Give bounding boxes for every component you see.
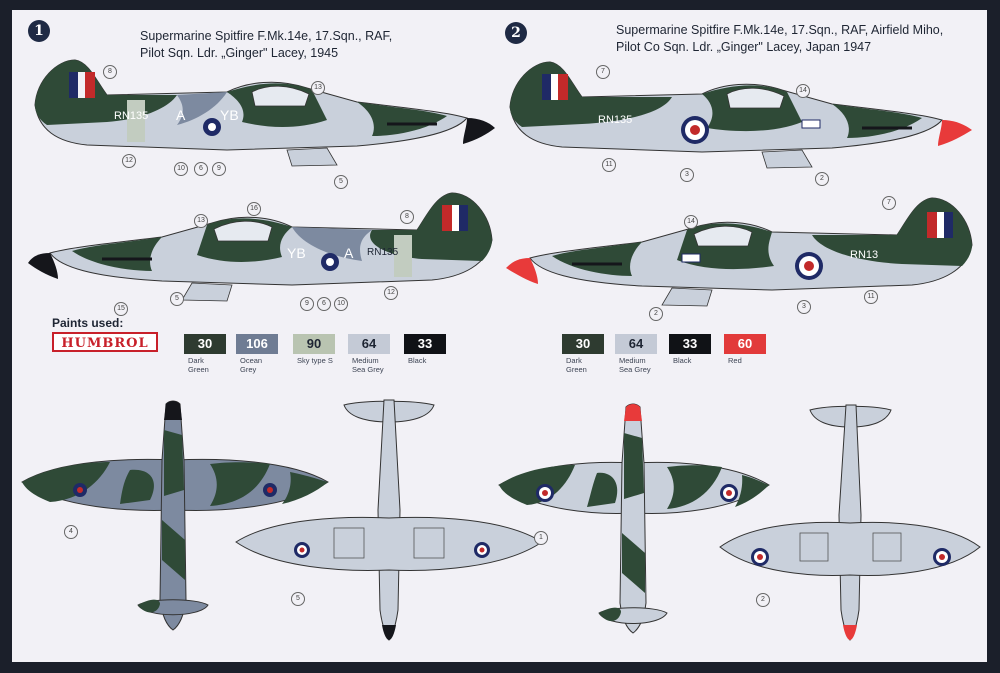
paint-chip-set1-2: 90 Sky type S [293, 334, 335, 365]
aircraft-1-port-code-right: YB [220, 107, 239, 123]
paint-chip-set1-4: 33 Black [404, 334, 446, 365]
paint-chip-code: 33 [404, 334, 446, 354]
paint-chip-set1-3: 64 Medium Sea Grey [348, 334, 390, 374]
aircraft-1-title-line2: Pilot Sqn. Ldr. „Ginger" Lacey, 1945 [140, 46, 339, 60]
aircraft-2-port-profile [509, 61, 972, 169]
aircraft-2-title: Supermarine Spitfire F.Mk.14e, 17.Sqn., … [616, 22, 943, 56]
callout-a2s-3: 3 [797, 300, 811, 314]
callout-a2t-0: 1 [534, 531, 548, 545]
callout-a1p-5: 9 [212, 162, 226, 176]
paint-chip-code: 33 [669, 334, 711, 354]
callout-a1p-0: 8 [103, 65, 117, 79]
callout-a2b-0: 2 [756, 593, 770, 607]
callout-a2p-4: 2 [815, 172, 829, 186]
aircraft-1-port-code-left: A [176, 107, 186, 123]
paint-chip-code: 106 [236, 334, 278, 354]
paint-chip-name: Black [673, 356, 692, 365]
aircraft-1-number-badge: 1 [28, 20, 50, 42]
paint-chip-name: Dark Green [566, 356, 587, 374]
paint-chip-set2-1: 64 Medium Sea Grey [615, 334, 657, 374]
callout-a1s-2: 8 [400, 210, 414, 224]
callout-a1s-8: 12 [384, 286, 398, 300]
callout-a1s-6: 6 [317, 297, 331, 311]
callout-a1p-4: 6 [194, 162, 208, 176]
callout-a1b-0: 5 [291, 592, 305, 606]
callout-a1s-7: 10 [334, 297, 348, 311]
paint-chip-name: Medium Sea Grey [352, 356, 384, 374]
aircraft-2-port-serial: RN135 [598, 114, 633, 126]
callout-a1s-5: 9 [300, 297, 314, 311]
aircraft-1-stbd-code-left: YB [287, 245, 306, 261]
paint-chip-name: Dark Green [188, 356, 209, 374]
callout-a1p-1: 13 [311, 81, 325, 95]
aircraft-1-bottom-view [235, 399, 543, 641]
callout-a1s-1: 16 [247, 202, 261, 216]
callout-a2p-2: 11 [602, 158, 616, 172]
paint-chip-set2-0: 30 Dark Green [562, 334, 604, 374]
aircraft-2-title-line1: Supermarine Spitfire F.Mk.14e, 17.Sqn., … [616, 23, 944, 37]
paint-chip-name: Ocean Grey [240, 356, 263, 374]
paint-chip-set1-1: 106 Ocean Grey [236, 334, 278, 374]
paint-chip-name: Red [728, 356, 742, 365]
humbrol-logo: HUMBROL [52, 332, 158, 352]
aircraft-2-stbd-serial: RN13 [850, 249, 879, 261]
callout-a2s-0: 14 [684, 215, 698, 229]
aircraft-1-port-serial: RN135 [114, 110, 149, 122]
callout-a2p-1: 14 [796, 84, 810, 98]
callout-a1p-2: 12 [122, 154, 136, 168]
aircraft-2-top-view [498, 403, 770, 634]
aircraft-2-title-line2: Pilot Co Sqn. Ldr. „Ginger" Lacey, Japan… [616, 40, 872, 54]
aircraft-2-bottom-view [719, 404, 981, 641]
callout-a1s-4: 5 [170, 292, 184, 306]
aircraft-1-port-profile [34, 59, 495, 167]
paint-chip-code: 64 [615, 334, 657, 354]
callout-a1s-0: 13 [194, 214, 208, 228]
callout-a1s-3: 15 [114, 302, 128, 316]
callout-a2p-3: 3 [680, 168, 694, 182]
paint-chip-code: 30 [184, 334, 226, 354]
paint-chip-name: Medium Sea Grey [619, 356, 651, 374]
paint-chip-name: Black [408, 356, 427, 365]
callout-a2s-1: 7 [882, 196, 896, 210]
paint-chip-set1-0: 30 Dark Green [184, 334, 226, 374]
instruction-sheet: 1 Supermarine Spitfire F.Mk.14e, 17.Sqn.… [12, 10, 987, 662]
aircraft-1-top-view [21, 400, 329, 631]
aircraft-1-title: Supermarine Spitfire F.Mk.14e, 17.Sqn., … [140, 28, 392, 62]
paint-chip-set2-2: 33 Black [669, 334, 711, 365]
aircraft-2-starboard-profile [506, 197, 973, 307]
paint-chip-code: 90 [293, 334, 335, 354]
callout-a1p-3: 10 [174, 162, 188, 176]
aircraft-1-starboard-profile [28, 192, 493, 302]
aircraft-1-stbd-serial: RN135 [367, 247, 399, 258]
callout-a2p-0: 7 [596, 65, 610, 79]
paint-chip-code: 30 [562, 334, 604, 354]
paints-used-label: Paints used: [52, 316, 124, 330]
aircraft-1-title-line1: Supermarine Spitfire F.Mk.14e, 17.Sqn., … [140, 29, 393, 43]
paint-chip-set2-3: 60 Red [724, 334, 766, 365]
callout-a2s-4: 11 [864, 290, 878, 304]
callout-a1p-6: 5 [334, 175, 348, 189]
callout-a1t-0: 4 [64, 525, 78, 539]
paint-chip-code: 64 [348, 334, 390, 354]
callout-a2s-2: 2 [649, 307, 663, 321]
paint-chip-code: 60 [724, 334, 766, 354]
aircraft-2-number-badge: 2 [505, 22, 527, 44]
aircraft-1-stbd-code-right: A [344, 245, 354, 261]
paint-chip-name: Sky type S [297, 356, 333, 365]
